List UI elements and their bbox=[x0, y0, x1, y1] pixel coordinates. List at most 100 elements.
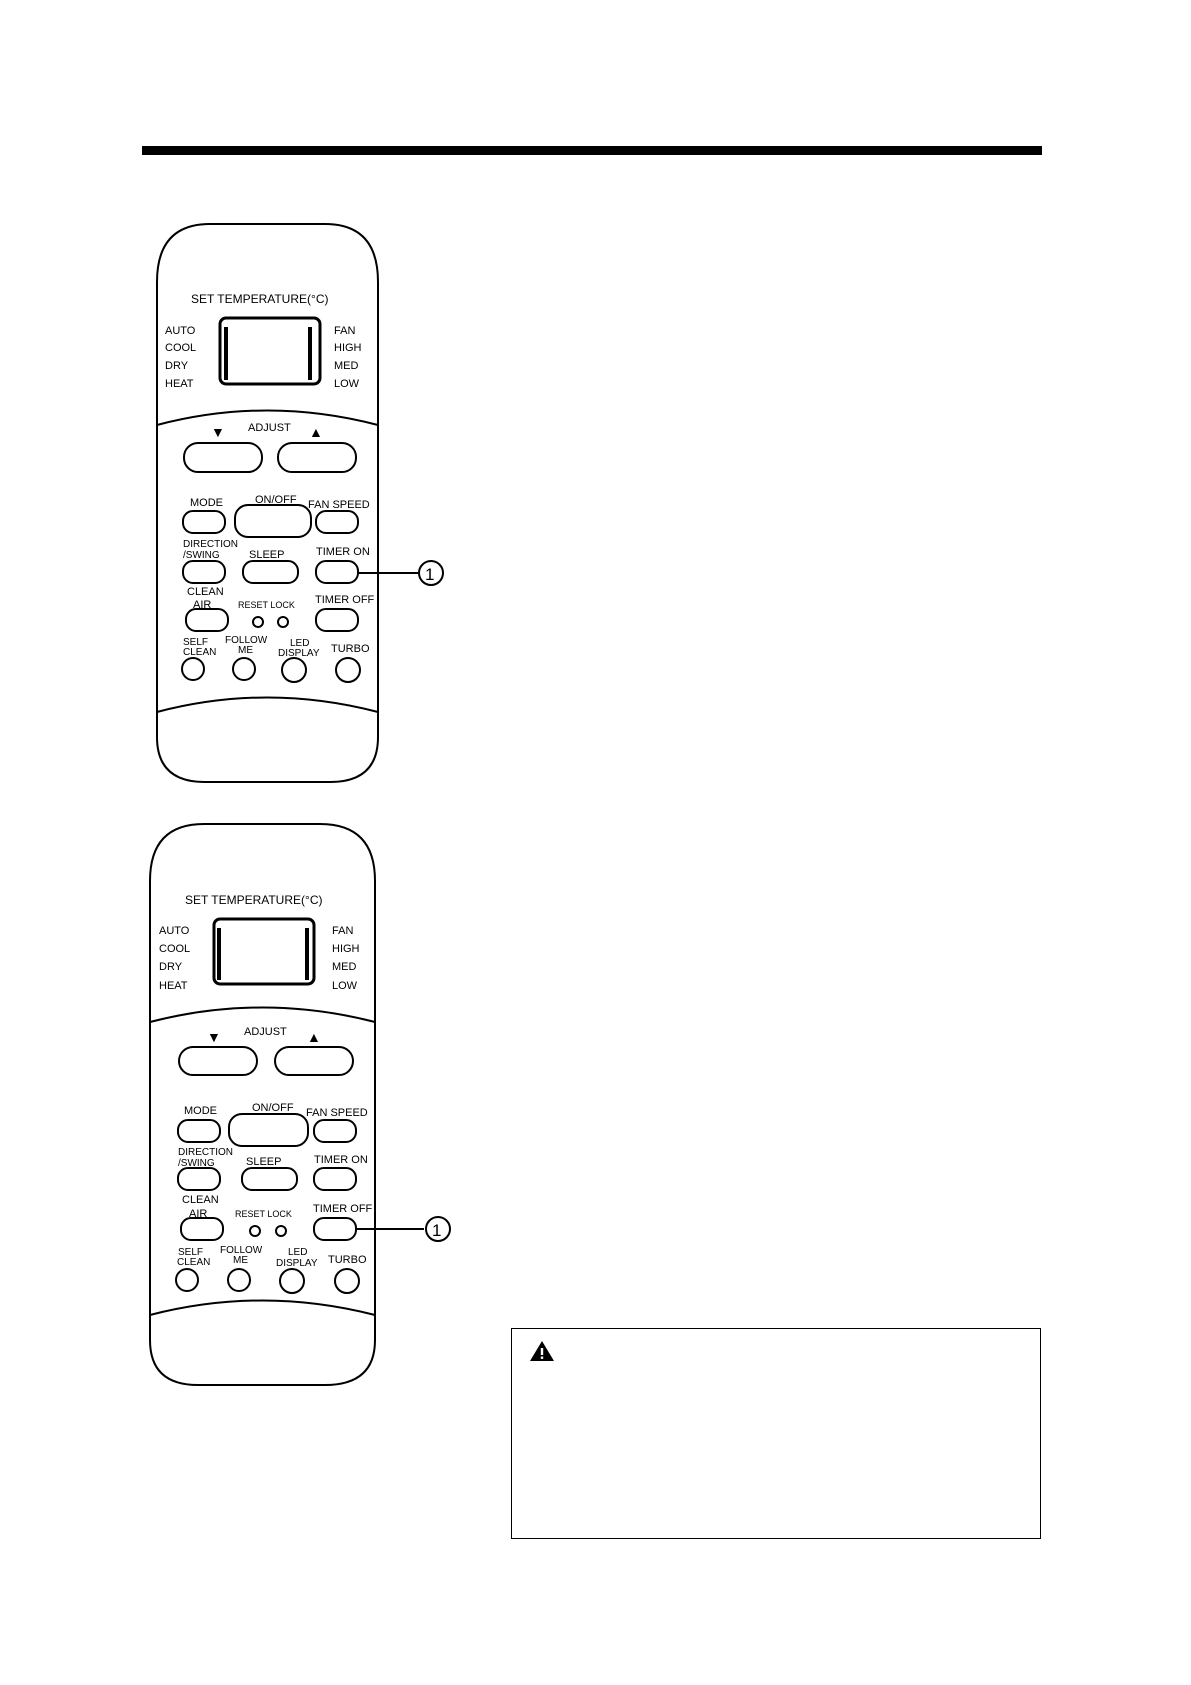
sleep-label: SLEEP bbox=[246, 1156, 281, 1168]
adjust-down-button bbox=[178, 1046, 258, 1076]
air-label: AIR bbox=[193, 599, 211, 611]
on-off-button bbox=[234, 504, 312, 538]
reset-lock-label: RESET LOCK bbox=[235, 1209, 292, 1219]
top-rule bbox=[142, 146, 1042, 155]
warning-box bbox=[511, 1328, 1041, 1539]
self-label: SELF bbox=[178, 1247, 203, 1258]
mode-label-auto: AUTO bbox=[165, 325, 196, 337]
self-clean-button bbox=[181, 657, 205, 681]
on-off-label: ON/OFF bbox=[252, 1102, 294, 1114]
set-temperature-label: SET TEMPERATURE(°C) bbox=[191, 292, 329, 306]
fan-speed-button bbox=[313, 1119, 357, 1143]
remote-control-diagram-1: SET TEMPERATURE(°C) AUTO COOL DRY HEAT F… bbox=[156, 223, 444, 783]
on-off-button bbox=[228, 1113, 309, 1147]
warning-triangle-icon bbox=[530, 1341, 554, 1361]
mode-button bbox=[177, 1119, 221, 1143]
display-label: DISPLAY bbox=[276, 1258, 318, 1269]
adjust-label: ADJUST bbox=[248, 422, 291, 434]
remote-2-labels: SET TEMPERATURE(°C) AUTO COOL DRY HEAT F… bbox=[159, 893, 441, 1269]
remote-divider-upper bbox=[156, 409, 379, 426]
follow-me-button bbox=[232, 657, 256, 681]
self-clean-button bbox=[175, 1268, 199, 1292]
timer-on-label: TIMER ON bbox=[316, 546, 370, 558]
follow-label: FOLLOW bbox=[220, 1245, 263, 1256]
clean-label: CLEAN bbox=[187, 586, 224, 598]
turbo-button bbox=[335, 657, 361, 683]
fan-label-high: HIGH bbox=[332, 943, 360, 955]
timer-on-button bbox=[313, 1167, 357, 1191]
on-off-label: ON/OFF bbox=[255, 494, 297, 506]
reset-led bbox=[252, 616, 264, 628]
fan-speed-label: FAN SPEED bbox=[308, 499, 370, 511]
fan-label-high: HIGH bbox=[334, 342, 362, 354]
remote-divider-lower bbox=[156, 696, 379, 713]
reset-lock-label: RESET LOCK bbox=[238, 600, 295, 610]
reset-led bbox=[249, 1225, 261, 1237]
direction-swing-button bbox=[182, 560, 226, 584]
me-label: ME bbox=[233, 1255, 248, 1266]
me-label: ME bbox=[238, 645, 253, 656]
remote-body bbox=[149, 823, 376, 1386]
adjust-up-button bbox=[277, 442, 357, 473]
mode-label-cool: COOL bbox=[165, 342, 196, 354]
set-temperature-label: SET TEMPERATURE(°C) bbox=[185, 893, 323, 907]
adjust-down-arrow-icon: ▼ bbox=[207, 1029, 221, 1045]
mode-button-label: MODE bbox=[184, 1105, 217, 1117]
adjust-up-arrow-icon: ▲ bbox=[307, 1029, 321, 1045]
lock-led bbox=[275, 1225, 287, 1237]
remote-1-labels: SET TEMPERATURE(°C) AUTO COOL DRY HEAT F… bbox=[165, 292, 434, 659]
callout-number: 1 bbox=[425, 565, 434, 584]
clean-air-button bbox=[180, 1217, 224, 1241]
self-clean-label: CLEAN bbox=[183, 647, 216, 658]
timer-off-label: TIMER OFF bbox=[313, 1203, 373, 1215]
turbo-button bbox=[334, 1268, 360, 1294]
clean-label: CLEAN bbox=[182, 1194, 219, 1206]
follow-label: FOLLOW bbox=[225, 635, 268, 646]
swing-label: /SWING bbox=[178, 1158, 215, 1169]
led-display-button bbox=[279, 1268, 305, 1294]
timer-on-label: TIMER ON bbox=[314, 1154, 368, 1166]
mode-label-heat: HEAT bbox=[165, 378, 194, 390]
self-label: SELF bbox=[183, 637, 208, 648]
mode-label-heat: HEAT bbox=[159, 980, 188, 992]
air-label: AIR bbox=[189, 1208, 207, 1220]
sleep-label: SLEEP bbox=[249, 549, 284, 561]
turbo-label: TURBO bbox=[328, 1254, 367, 1266]
callout-circle bbox=[418, 560, 444, 586]
turbo-label: TURBO bbox=[331, 643, 370, 655]
display-label: DISPLAY bbox=[278, 648, 320, 659]
direction-label: DIRECTION bbox=[178, 1147, 233, 1158]
callout-circle bbox=[425, 1216, 451, 1242]
clean-air-button bbox=[185, 608, 229, 632]
adjust-up-arrow-icon: ▲ bbox=[309, 424, 323, 440]
mode-label-cool: COOL bbox=[159, 943, 190, 955]
fan-label-low: LOW bbox=[334, 378, 360, 390]
sleep-button bbox=[241, 1167, 298, 1191]
mode-label-auto: AUTO bbox=[159, 925, 190, 937]
fan-label-fan: FAN bbox=[334, 325, 355, 337]
fan-label-med: MED bbox=[334, 360, 359, 372]
mode-button-label: MODE bbox=[190, 497, 223, 509]
adjust-down-button bbox=[183, 442, 263, 473]
adjust-down-arrow-icon: ▼ bbox=[211, 424, 225, 440]
fan-label-fan: FAN bbox=[332, 925, 353, 937]
fan-label-med: MED bbox=[332, 961, 357, 973]
lock-led bbox=[277, 616, 289, 628]
timer-off-button bbox=[315, 608, 359, 632]
self-clean-label: CLEAN bbox=[177, 1257, 210, 1268]
fan-label-low: LOW bbox=[332, 980, 358, 992]
swing-label: /SWING bbox=[183, 550, 220, 561]
led-label: LED bbox=[288, 1247, 307, 1258]
remote-control-diagram-2: SET TEMPERATURE(°C) AUTO COOL DRY HEAT F… bbox=[149, 823, 451, 1386]
led-label: LED bbox=[290, 638, 309, 649]
mode-label-dry: DRY bbox=[165, 360, 189, 372]
follow-me-button bbox=[227, 1268, 251, 1292]
timer-off-button bbox=[313, 1217, 357, 1241]
remote-divider-lower bbox=[149, 1299, 376, 1316]
timer-off-label: TIMER OFF bbox=[315, 594, 375, 606]
fan-speed-button bbox=[315, 510, 359, 534]
mode-label-dry: DRY bbox=[159, 961, 183, 973]
remote-divider-upper bbox=[149, 1006, 376, 1023]
led-display-button bbox=[281, 657, 307, 683]
callout-number: 1 bbox=[432, 1221, 441, 1240]
